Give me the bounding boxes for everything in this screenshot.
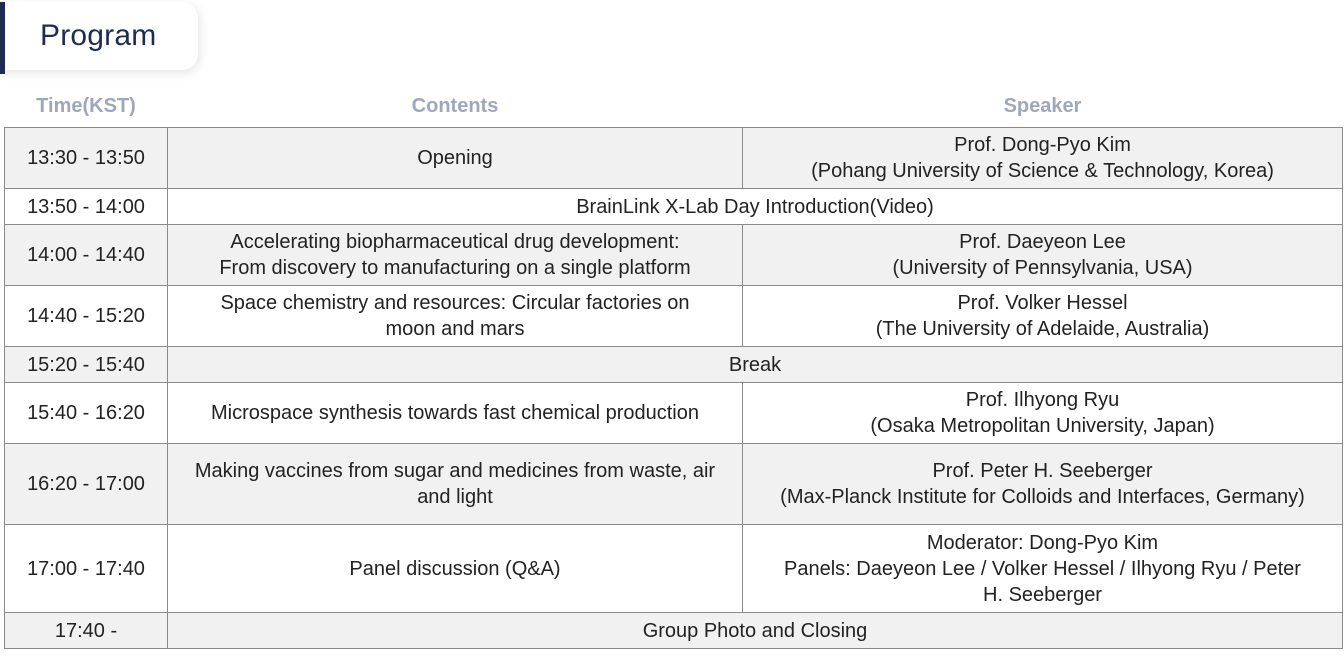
table-row: 15:20 - 15:40 Break — [4, 346, 1343, 383]
contents-line: Space chemistry and resources: Circular … — [220, 292, 690, 314]
speaker-panels: H. Seeberger — [983, 583, 1102, 606]
span-cell: Group Photo and Closing — [167, 612, 1343, 649]
program-tab: Program — [0, 2, 198, 74]
table-row: 13:30 - 13:50 Opening Prof. Dong-Pyo Kim… — [4, 127, 1343, 189]
table-row: 17:00 - 17:40 Panel discussion (Q&A) Mod… — [4, 524, 1343, 613]
table-row: 16:20 - 17:00 Making vaccines from sugar… — [4, 443, 1343, 525]
time-cell: 16:20 - 17:00 — [4, 443, 168, 525]
table-row: 17:40 - Group Photo and Closing — [4, 612, 1343, 649]
contents-cell: Microspace synthesis towards fast chemic… — [167, 382, 743, 444]
speaker-affiliation: (Pohang University of Science & Technolo… — [811, 160, 1274, 182]
speaker-name: Prof. Daeyeon Lee — [959, 231, 1126, 253]
speaker-affiliation: (Max-Planck Institute for Colloids and I… — [780, 486, 1305, 508]
speaker-name: Prof. Volker Hessel — [957, 292, 1128, 314]
speaker-cell: Prof. Ilhyong Ryu (Osaka Metropolitan Uni… — [742, 382, 1343, 444]
contents-line: Accelerating biopharmaceutical drug deve… — [230, 231, 680, 253]
contents-line: moon and mars — [385, 318, 525, 340]
time-cell: 17:40 - — [4, 612, 168, 649]
time-cell: 15:40 - 16:20 — [4, 382, 168, 444]
table-row: 14:40 - 15:20 Space chemistry and resour… — [4, 285, 1343, 347]
speaker-name: Prof. Dong-Pyo Kim — [954, 134, 1131, 156]
table-row: 14:00 - 14:40 Accelerating biopharmaceut… — [4, 224, 1343, 286]
program-table: Time(KST) Contents Speaker 13:30 - 13:50… — [4, 84, 1343, 649]
speaker-name: Prof. Ilhyong Ryu — [965, 389, 1120, 411]
time-cell: 17:00 - 17:40 — [4, 524, 168, 613]
contents-line: and light — [417, 486, 493, 508]
time-cell: 14:00 - 14:40 — [4, 224, 168, 286]
speaker-affiliation: (University of Pennsylvania, USA) — [892, 257, 1193, 279]
table-row: 13:50 - 14:00 BrainLink X-Lab Day Introd… — [4, 188, 1343, 225]
table-row: 15:40 - 16:20 Microspace synthesis towar… — [4, 382, 1343, 444]
time-cell: 13:50 - 14:00 — [4, 188, 168, 225]
header-time: Time(KST) — [4, 84, 168, 128]
speaker-cell: Prof. Dong-Pyo Kim (Pohang University of … — [742, 127, 1343, 189]
time-cell: 15:20 - 15:40 — [4, 346, 168, 383]
speaker-name: Prof. Peter H. Seeberger — [932, 460, 1153, 482]
header-speaker: Speaker — [742, 84, 1343, 128]
speaker-cell: Prof. Volker Hessel (The University of Ad… — [742, 285, 1343, 347]
span-cell: Break — [167, 346, 1343, 383]
contents-cell: Opening — [167, 127, 743, 189]
table-header-row: Time(KST) Contents Speaker — [4, 84, 1343, 128]
speaker-cell: Prof. Peter H. Seeberger (Max-Planck Inst… — [742, 443, 1343, 525]
page-title: Program — [40, 19, 157, 52]
speaker-moderator: Moderator: Dong-Pyo Kim — [926, 531, 1159, 554]
contents-cell: Space chemistry and resources: Circular … — [167, 285, 743, 347]
contents-line: From discovery to manufacturing on a sin… — [219, 257, 691, 279]
speaker-cell: Prof. Daeyeon Lee (University of Pennsylv… — [742, 224, 1343, 286]
speaker-affiliation: (The University of Adelaide, Australia) — [875, 318, 1210, 340]
span-cell: BrainLink X-Lab Day Introduction(Video) — [167, 188, 1343, 225]
contents-line: Making vaccines from sugar and medicines… — [194, 460, 716, 482]
speaker-panels: Panels: Daeyeon Lee / Volker Hessel / Il… — [784, 557, 1301, 580]
contents-cell: Panel discussion (Q&A) — [167, 524, 743, 613]
tab-accent-bar — [0, 2, 5, 74]
contents-cell: Accelerating biopharmaceutical drug deve… — [167, 224, 743, 286]
contents-cell: Making vaccines from sugar and medicines… — [167, 443, 743, 525]
time-cell: 13:30 - 13:50 — [4, 127, 168, 189]
speaker-affiliation: (Osaka Metropolitan University, Japan) — [870, 415, 1215, 437]
header-contents: Contents — [167, 84, 743, 128]
time-cell: 14:40 - 15:20 — [4, 285, 168, 347]
